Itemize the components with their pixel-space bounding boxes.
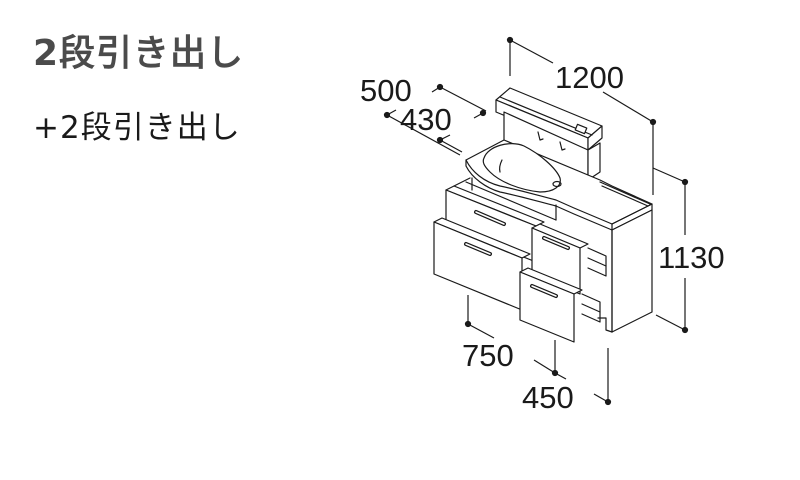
dimension-height-label: 1130	[658, 240, 725, 275]
backsplash-shelf	[495, 87, 603, 181]
dimension-lines	[383, 36, 689, 406]
dimension-depth-inner-label: 430	[400, 102, 452, 137]
page-subtitle: +2段引き出し	[33, 110, 241, 146]
vanity-illustration	[433, 87, 653, 343]
dimension-left-unit-label: 750	[462, 338, 514, 373]
dimension-width-label: 1200	[555, 60, 624, 95]
dimension-depth-outer-label: 500	[360, 73, 412, 108]
page-title: 2段引き出し	[33, 33, 245, 74]
cabinet-body	[597, 209, 653, 333]
countertop-basin	[465, 139, 653, 231]
dimension-right-unit-label: 450	[522, 380, 574, 415]
drawer-lower-right	[519, 267, 601, 343]
